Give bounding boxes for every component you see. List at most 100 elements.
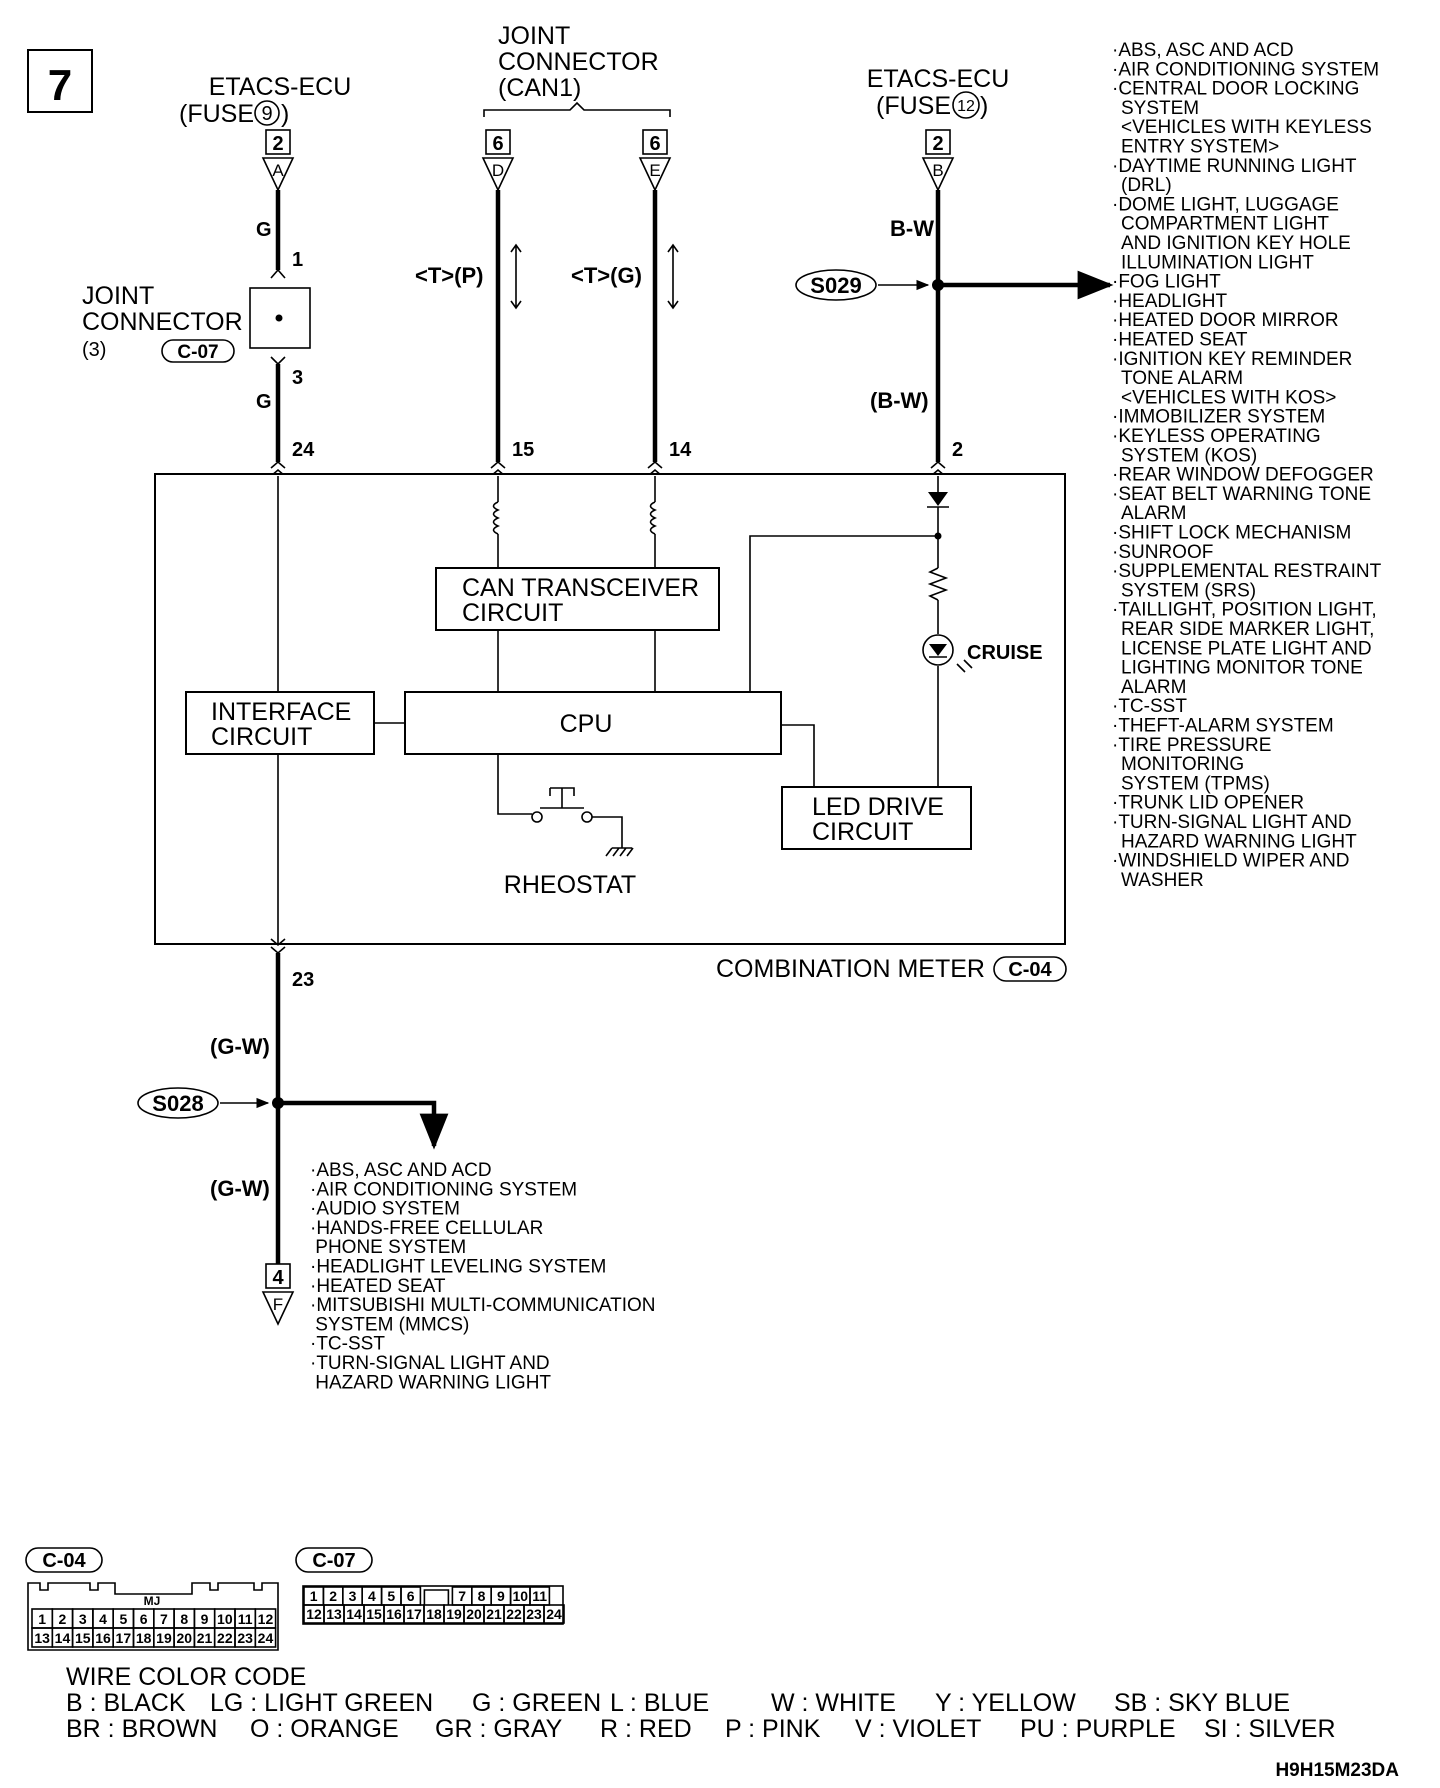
diagram-number-box: 7 (27, 49, 93, 113)
c07-pin: 21 (486, 1606, 502, 1622)
combination-meter-code: C-04 (1008, 959, 1052, 981)
wire-color-entry: L : BLUE (610, 1689, 709, 1717)
gw-wire: 23 (G-W) S028 (G-W) 4 F (137, 938, 449, 1326)
right-list-item: ·HEADLIGHT (1112, 291, 1227, 312)
splice-s028 (137, 1087, 219, 1119)
right-list-item: ILLUMINATION LIGHT (1121, 252, 1314, 273)
meter-internals: CAN TRANSCEIVER CIRCUIT INTERFACE CIRCUI… (185, 476, 1043, 945)
meter-pin-24: 24 (292, 439, 315, 461)
connector-triangle (638, 157, 672, 192)
right-list-item: ·TC-SST (1112, 696, 1187, 717)
joint-can1-line2: CONNECTOR (498, 48, 659, 76)
etacs-left-header: ETACS-ECU (FUSE 9 ) 2 A (179, 73, 351, 192)
wire-color-entry: V : VIOLET (855, 1715, 981, 1743)
ground-icon (605, 847, 634, 857)
wire-color-entry: BR : BROWN (66, 1715, 217, 1743)
wire-color-entry: Y : YELLOW (935, 1689, 1076, 1717)
joint-connector-3-box (249, 287, 311, 349)
right-list-item: WASHER (1121, 870, 1204, 891)
etacs-left-connector: A (272, 161, 284, 180)
c07-pin: 15 (366, 1606, 382, 1622)
meter-pin-23: 23 (292, 969, 314, 991)
right-list-item: ·SEAT BELT WARNING TONE (1112, 484, 1371, 505)
right-list-item: ALARM (1121, 503, 1186, 524)
c07-pin: 11 (532, 1588, 547, 1604)
led-drive-block (781, 786, 972, 850)
c04-pin: 3 (79, 1611, 87, 1627)
fuse-circle (254, 100, 280, 126)
c07-key (423, 1589, 450, 1605)
c04-pin: 10 (217, 1611, 233, 1627)
etacs-left-fuse-suffix: ) (281, 100, 289, 128)
etacs-right-connector: B (932, 161, 943, 180)
wire-color-entry: PU : PURPLE (1020, 1715, 1176, 1743)
right-list-item: TONE ALARM (1121, 368, 1243, 389)
wire-color-entry: W : WHITE (771, 1689, 896, 1717)
g-wire: G 1 3 G JOINT CONNECTOR (3) C-07 24 (82, 190, 315, 477)
right-list-item: ·KEYLESS OPERATING (1112, 426, 1321, 447)
c04-pin: 11 (238, 1611, 253, 1627)
right-list-item: ·TIRE PRESSURE (1112, 735, 1271, 756)
right-list-item: ·AIR CONDITIONING SYSTEM (1112, 59, 1379, 80)
right-list-item: MONITORING (1121, 754, 1244, 775)
right-list-item: ·IGNITION KEY REMINDER (1112, 349, 1352, 370)
c04-pin: 8 (180, 1611, 188, 1627)
c04-pin: 18 (136, 1630, 152, 1646)
wire-color-entry: B : BLACK (66, 1689, 186, 1717)
right-list-item: SYSTEM (1121, 98, 1199, 119)
right-list-item: ·FOG LIGHT (1112, 272, 1221, 293)
right-list-item: SYSTEM (TPMS) (1121, 773, 1270, 794)
can-e-meter-pin: 14 (669, 439, 692, 461)
wire-color-code-title: WIRE COLOR CODE (66, 1663, 306, 1691)
coil-e (649, 501, 657, 535)
c07-pin: 7 (458, 1588, 466, 1604)
can-e-pin-box (642, 129, 668, 155)
c07-pin: 4 (368, 1588, 376, 1604)
bottom-list-item: SYSTEM (MMCS) (310, 1314, 469, 1335)
etacs-right-pin: 2 (932, 133, 943, 155)
connector-triangle (261, 157, 295, 192)
can-e-pin: 6 (649, 133, 660, 155)
bottom-list-item: ·MITSUBISHI MULTI-COMMUNICATION (310, 1295, 656, 1316)
right-list-item: ·REAR WINDOW DEFOGGER (1112, 465, 1374, 486)
c07-code-badge (295, 1547, 373, 1573)
right-list-item: SYSTEM (KOS) (1121, 445, 1257, 466)
can-d-pin: 6 (492, 133, 503, 155)
c04-pin: 16 (95, 1630, 111, 1646)
combination-meter-label: COMBINATION METER (716, 955, 985, 983)
c04-pin: 5 (119, 1611, 127, 1627)
etacs-left-fuse-prefix: (FUSE (179, 100, 254, 128)
can-d-connector: D (492, 161, 504, 180)
right-list-item: ENTRY SYSTEM> (1121, 137, 1279, 158)
c07-pin: 14 (346, 1606, 362, 1622)
can-block-line1: CAN TRANSCEIVER (462, 574, 699, 602)
wire-bw-top: B-W (890, 216, 934, 241)
can-d-label: <T>(P) (415, 263, 483, 288)
right-list-item: ·DOME LIGHT, LUGGAGE (1112, 194, 1339, 215)
bottom-list-item: PHONE SYSTEM (310, 1237, 466, 1258)
joint-can1-line3: (CAN1) (498, 74, 581, 102)
meter-pin-2: 2 (952, 439, 963, 461)
right-list-item: ·TAILLIGHT, POSITION LIGHT, (1112, 600, 1377, 621)
combination-meter-code-badge (993, 956, 1067, 982)
c04-pin: 9 (201, 1611, 209, 1627)
right-list-item: (DRL) (1121, 175, 1172, 196)
rheostat-switch (540, 787, 584, 809)
c04-pin: 4 (99, 1611, 107, 1627)
c04-code-badge (25, 1547, 103, 1573)
can-e-connector: E (649, 161, 660, 180)
c04-pin: 22 (217, 1630, 233, 1646)
joint3-line2: CONNECTOR (82, 308, 243, 336)
c04-pin: 13 (34, 1630, 50, 1646)
bottom-list-item: ·ABS, ASC AND ACD (310, 1160, 492, 1181)
wire-gw-bottom: (G-W) (210, 1176, 270, 1201)
bottom-system-list: ·ABS, ASC AND ACD·AIR CONDITIONING SYSTE… (310, 1160, 656, 1393)
can-transceiver-block (435, 567, 720, 631)
etacs-right-fuse-num: 12 (957, 98, 975, 115)
c07-pin: 2 (329, 1588, 337, 1604)
etacs-right-fuse-prefix: (FUSE (876, 92, 951, 120)
right-list-item: ·HEATED SEAT (1112, 330, 1248, 351)
joint3-line3: (3) (82, 339, 106, 361)
